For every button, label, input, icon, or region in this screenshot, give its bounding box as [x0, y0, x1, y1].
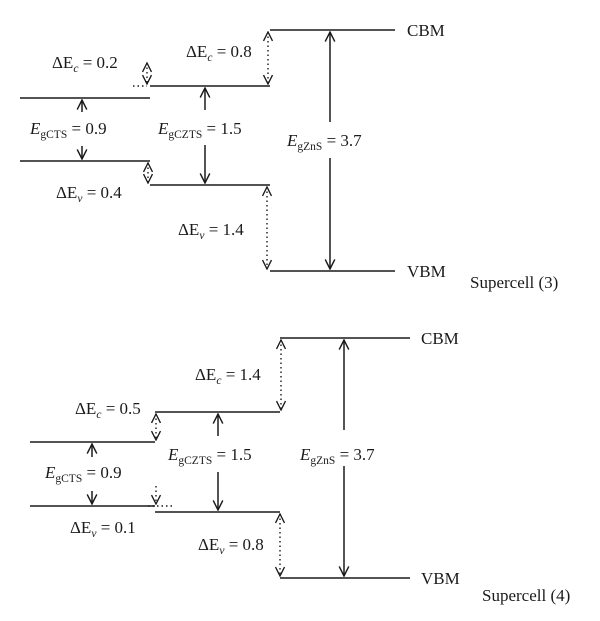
dEc-cts-label: ΔEc = 0.2: [52, 53, 118, 75]
vbm-label: VBM: [407, 262, 446, 281]
dEv-cts-label: ΔEv = 0.4: [56, 183, 122, 205]
eg-cts-label: EgCTS = 0.9: [29, 119, 107, 141]
eg-cts-label: EgCTS = 0.9: [44, 463, 122, 485]
dEv-czts-label: ΔEv = 0.8: [198, 535, 264, 557]
eg-zns-label: EgZnS = 3.7: [286, 131, 362, 153]
diagram-supercell-4: ΔEc = 1.4 ΔEc = 0.5 EgCTS = 0.9 EgCZTS =…: [30, 329, 570, 605]
supercell-3-caption: Supercell (3): [470, 273, 558, 292]
cbm-label: CBM: [407, 21, 445, 40]
dEv-cts-label: ΔEv = 0.1: [70, 518, 136, 540]
dEc-czts-label: ΔEc = 0.8: [186, 42, 252, 64]
supercell-4-caption: Supercell (4): [482, 586, 570, 605]
cbm-label: CBM: [421, 329, 459, 348]
diagram-supercell-3: ΔEc = 0.2 ΔEc = 0.8 EgCTS = 0.9 EgCZTS =…: [20, 21, 558, 292]
dEc-cts-label: ΔEc = 0.5: [75, 399, 141, 421]
eg-czts-label: EgCZTS = 1.5: [157, 119, 242, 141]
vbm-label: VBM: [421, 569, 460, 588]
eg-czts-label: EgCZTS = 1.5: [167, 445, 252, 467]
dEc-czts-label: ΔEc = 1.4: [195, 365, 261, 387]
eg-zns-label: EgZnS = 3.7: [299, 445, 375, 467]
dEv-czts-label: ΔEv = 1.4: [178, 220, 244, 242]
